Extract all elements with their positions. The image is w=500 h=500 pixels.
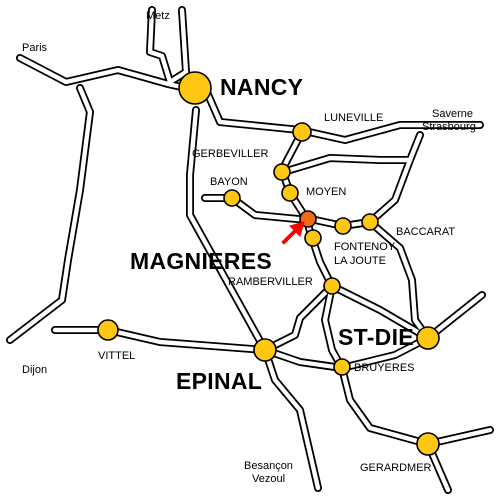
label-bruyeres: BRUYERES bbox=[354, 362, 415, 374]
label-vittel: VITTEL bbox=[98, 350, 136, 362]
town-rambervillers[interactable] bbox=[323, 277, 341, 295]
town-magnieres-south[interactable] bbox=[304, 229, 322, 247]
town-bruyeres[interactable] bbox=[333, 358, 351, 376]
label-magnieres: MAGNIERES bbox=[130, 248, 272, 274]
town-vittel[interactable] bbox=[97, 319, 119, 341]
label-gerardmer: GERARDMER bbox=[360, 462, 432, 474]
label-saverne: Saverne bbox=[432, 108, 473, 120]
red-arrow-icon bbox=[281, 221, 305, 245]
town-gerbeviller[interactable] bbox=[273, 163, 291, 181]
label-rambervillers: RAMBERVILLER bbox=[228, 276, 313, 288]
town-epinal[interactable] bbox=[253, 338, 277, 362]
label-baccarat: BACCARAT bbox=[396, 226, 456, 238]
label-moyen: MOYEN bbox=[306, 186, 347, 198]
town-baccarat[interactable] bbox=[361, 213, 379, 231]
label-epinal: EPINAL bbox=[176, 368, 263, 394]
label-dijon: Dijon bbox=[22, 364, 48, 376]
town-st-die[interactable] bbox=[416, 326, 440, 350]
label-strasbourg: Strasbourg bbox=[422, 121, 476, 133]
town-luneville[interactable] bbox=[292, 122, 312, 142]
town-fontenoy[interactable] bbox=[334, 217, 352, 235]
label-vesoul: Vezoul bbox=[252, 473, 286, 485]
label-la-joute: LA JOUTE bbox=[334, 255, 386, 267]
label-nancy: NANCY bbox=[220, 74, 304, 100]
label-besancon: Besançon bbox=[244, 460, 293, 472]
town-moyen[interactable] bbox=[281, 184, 299, 202]
town-gerardmer[interactable] bbox=[416, 432, 440, 456]
town-nancy[interactable] bbox=[178, 71, 212, 105]
label-paris: Paris bbox=[22, 42, 48, 54]
town-bayon[interactable] bbox=[223, 189, 241, 207]
label-gerbeviller: GERBEVILLER bbox=[192, 148, 269, 160]
label-fontenoy: FONTENOY bbox=[334, 241, 396, 253]
label-bayon: BAYON bbox=[210, 176, 248, 188]
label-luneville: LUNEVILLE bbox=[324, 112, 384, 124]
label-st-die: ST-DIE bbox=[338, 324, 414, 350]
label-metz: Metz bbox=[146, 10, 170, 22]
